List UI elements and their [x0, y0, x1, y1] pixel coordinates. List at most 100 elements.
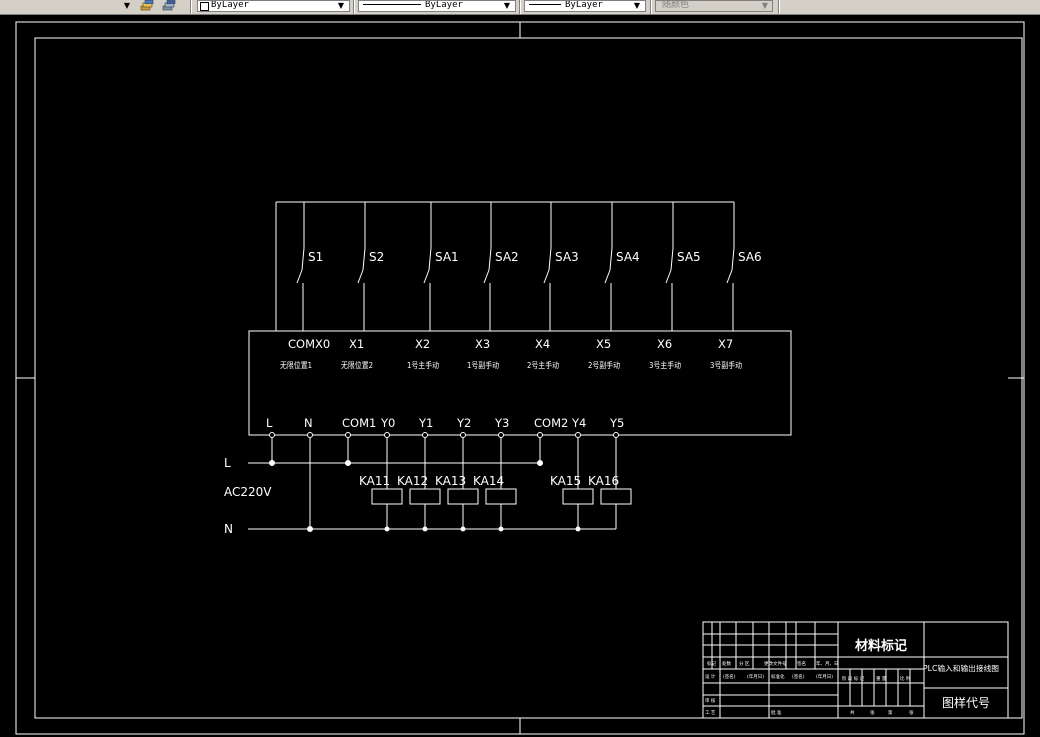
linetype-glyph — [363, 4, 421, 5]
tb-r2c3: (年月日) — [747, 673, 764, 680]
switch-label: SA6 — [738, 250, 762, 264]
tb-stage-mark: 阶 段 标 记 — [842, 675, 865, 682]
input-description: 1号主手动 — [407, 360, 439, 370]
lineweight-value: ByLayer — [565, 0, 603, 10]
color-swatch — [200, 2, 209, 11]
output-terminal-label: Y5 — [609, 416, 624, 430]
tb-sheet-unit-a: 张 — [870, 709, 875, 716]
switch-label: SA1 — [435, 250, 459, 264]
junction-dot — [460, 526, 466, 532]
input-terminal-label: X2 — [415, 337, 430, 351]
tb-r1c5: 签名 — [797, 660, 806, 667]
toolbar-separator — [778, 0, 780, 14]
toolbar-separator — [650, 0, 652, 14]
input-terminal-label: X6 — [657, 337, 672, 351]
input-switch: SA5 — [665, 202, 701, 331]
output-terminal-label: Y4 — [571, 416, 586, 430]
output-terminal-label: Y1 — [418, 416, 433, 430]
relay-coil: KA12 — [397, 438, 441, 532]
junction-dot — [345, 460, 351, 466]
tb-r2c1: 设 计 — [705, 673, 716, 680]
output-terminal-label: Y3 — [494, 416, 509, 430]
input-description: 无限位置1 — [280, 360, 312, 370]
junction-dot — [269, 460, 275, 466]
plotstyle-value: 随颜色 — [662, 0, 690, 10]
chevron-down-icon[interactable]: ▼ — [503, 1, 511, 10]
toolbar-separator — [353, 0, 355, 14]
input-description: 2号副手动 — [588, 360, 620, 370]
switch-label: SA5 — [677, 250, 701, 264]
outer-border — [15, 21, 1025, 735]
relay-label: KA12 — [397, 474, 428, 488]
input-description: 2号主手动 — [527, 360, 559, 370]
toolbar-separator — [519, 0, 521, 14]
neutral-label: N — [224, 522, 233, 536]
drawing-code: 图样代号 — [942, 695, 990, 710]
chevron-down-icon[interactable]: ▼ — [123, 1, 131, 10]
layer-state-icon[interactable] — [162, 0, 176, 12]
junction-dot — [575, 526, 581, 532]
output-terminal-label: Y0 — [380, 416, 395, 430]
voltage-label: AC220V — [224, 485, 272, 499]
junction-dot — [537, 460, 543, 466]
tb-review: 审 核 — [705, 697, 716, 704]
tb-r1c2: 处数 — [722, 660, 731, 667]
junction-dot — [422, 526, 428, 532]
chevron-down-icon[interactable]: ▼ — [337, 1, 345, 10]
drawing-frame — [15, 21, 1025, 735]
tb-r2c5: (签名) — [792, 673, 805, 680]
material-mark: 材料标记 — [855, 638, 907, 654]
terminal-connector — [422, 432, 428, 438]
output-terminal-label: COM2 — [534, 416, 568, 430]
switch-label: S2 — [369, 250, 384, 264]
chevron-down-icon: ▼ — [761, 1, 769, 10]
junction-dot — [307, 526, 313, 532]
relay-coil: KA11 — [359, 438, 403, 532]
color-value: ByLayer — [211, 0, 249, 10]
properties-toolbar: ▼ ByLayer ▼ ByLayer ▼ ByLayer ▼ 随颜色 ▼ — [0, 0, 1040, 15]
plotstyle-select: 随颜色 — [655, 0, 773, 12]
tb-r1c1: 标记 — [707, 660, 716, 667]
input-circuit — [275, 201, 734, 331]
input-terminal-label: X7 — [718, 337, 733, 351]
drawing-title: PLC输入和输出接线图 — [923, 663, 999, 673]
plc-module — [248, 330, 792, 436]
terminal-connector — [460, 432, 466, 438]
terminal-connector — [307, 432, 313, 438]
input-switch: SA3 — [543, 202, 579, 331]
terminal-connector — [613, 432, 619, 438]
output-terminal-label: N — [304, 416, 313, 430]
layer-manager-icon[interactable] — [140, 0, 154, 12]
power-labels: L AC220V N — [224, 456, 272, 536]
linetype-value: ByLayer — [425, 0, 463, 10]
tb-r1c3: 分 区 — [739, 660, 750, 667]
tb-r1c4: 更改文件号 — [764, 660, 787, 667]
chevron-down-icon[interactable]: ▼ — [633, 1, 641, 10]
tb-r2c6: (年月日) — [816, 673, 833, 680]
lineweight-glyph — [529, 4, 561, 5]
terminal-connector — [269, 432, 275, 438]
input-terminal-label: COMX0 — [288, 337, 330, 351]
lineweight-select[interactable]: ByLayer — [524, 0, 646, 12]
input-description: 3号副手动 — [710, 360, 742, 370]
relay-coil: KA16 — [588, 438, 632, 529]
linetype-select[interactable]: ByLayer — [358, 0, 516, 12]
tb-r2c4: 标准化 — [771, 673, 785, 680]
color-select[interactable]: ByLayer — [197, 0, 350, 12]
relay-label: KA16 — [588, 474, 619, 488]
terminal-connector — [537, 432, 543, 438]
terminal-connector — [384, 432, 390, 438]
terminal-connector — [345, 432, 351, 438]
power-circuit — [248, 438, 616, 532]
input-switch: SA4 — [604, 202, 640, 331]
switch-label: SA3 — [555, 250, 579, 264]
output-terminal-label: Y2 — [456, 416, 471, 430]
switch-label: SA4 — [616, 250, 640, 264]
tb-weight: 重 量 — [876, 675, 887, 682]
tb-r1c6: 年、月、日 — [816, 660, 839, 667]
tb-process: 工 艺 — [705, 710, 716, 716]
